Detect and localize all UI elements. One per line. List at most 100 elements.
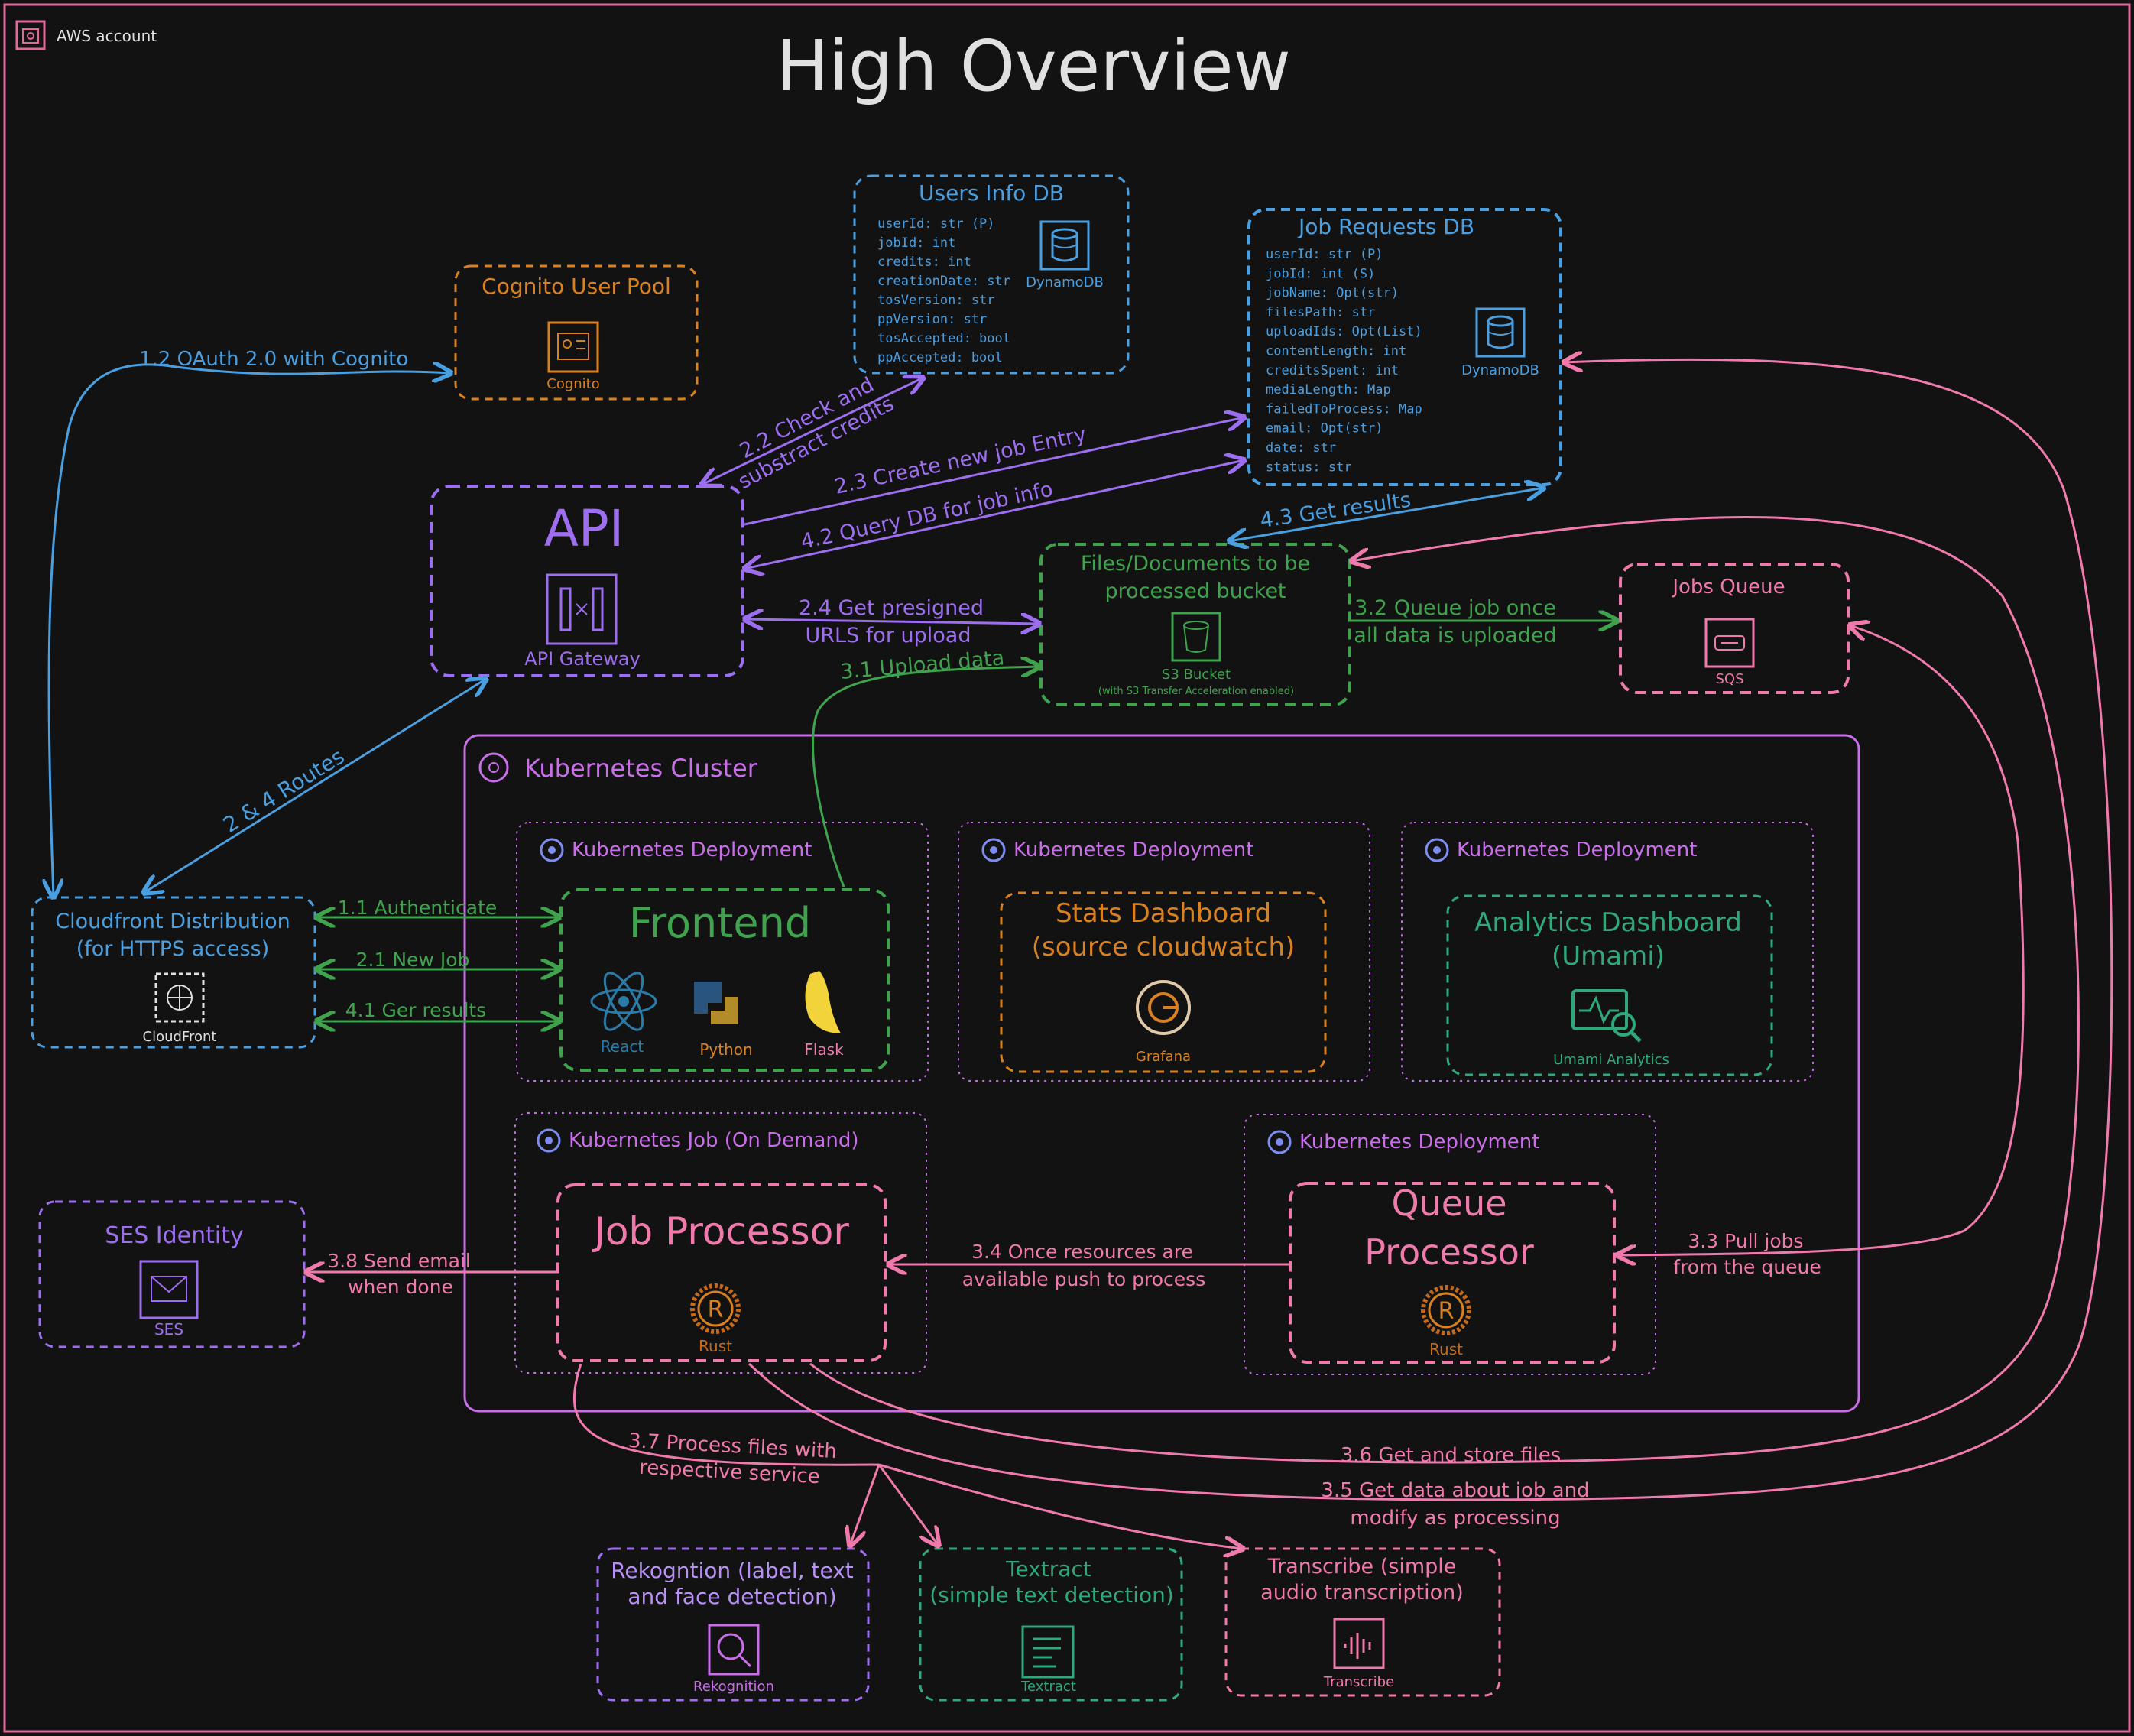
ses-icon — [139, 1260, 199, 1319]
label-job-data-1: 3.5 Get data about job and — [1321, 1479, 1589, 1502]
label-upload: 3.1 Upload data — [839, 646, 1005, 684]
bucket-title-2: processed bucket — [1104, 579, 1286, 603]
ses-identity: SES Identity SES — [38, 1200, 306, 1348]
frontend-deployment: Kubernetes Deployment — [516, 822, 929, 1082]
label-send-email-2: when done — [348, 1276, 453, 1298]
edge-query-db — [744, 460, 1244, 569]
dynamodb-icon — [1475, 307, 1526, 358]
db-field: filesPath: str — [1266, 305, 1375, 320]
edge-process-files — [572, 1363, 880, 1466]
edge-get-results — [1229, 488, 1544, 541]
stats-dashboard: Stats Dashboard (source cloudwatch) Graf… — [1000, 891, 1327, 1073]
db-field: userId: str (P) — [1266, 247, 1383, 262]
grafana-icon — [1136, 980, 1191, 1035]
edge-to-textract — [877, 1464, 939, 1546]
db-field: creditsSpent: int — [1266, 363, 1399, 378]
db-field: tosAccepted: bool — [877, 331, 1010, 346]
db-field: ppAccepted: bool — [877, 350, 1003, 365]
transcribe-icon-label: Transcribe — [1323, 1674, 1394, 1690]
s3-bucket-icon — [1171, 612, 1221, 662]
dynamodb-icon — [1039, 220, 1090, 271]
label-routes: 2 & 4 Routes — [219, 744, 349, 838]
edge-upload — [812, 667, 1039, 887]
label-presigned-1: 2.4 Get presigned — [799, 596, 984, 620]
deployment-title: Kubernetes Deployment — [572, 839, 812, 862]
edge-check-credits — [702, 378, 923, 485]
db-field: credits: int — [877, 255, 971, 270]
db-field: creationDate: str — [877, 274, 1010, 289]
rust-icon-label: Rust — [1429, 1340, 1463, 1358]
bucket-note: (with S3 Transfer Acceleration enabled) — [1098, 686, 1294, 697]
db-field: status: str — [1266, 459, 1352, 475]
api-title: API — [544, 499, 624, 558]
db-field: ppVersion: str — [877, 312, 987, 327]
textract-title-2: (simple text detection) — [929, 1582, 1174, 1608]
jobs-queue-title: Jobs Queue — [1671, 576, 1785, 599]
label-push-process-1: 3.4 Once resources are — [971, 1241, 1193, 1263]
api-gateway-icon — [546, 573, 618, 645]
db-field: uploadIds: Opt(List) — [1266, 324, 1422, 339]
label-presigned-2: URLS for upload — [806, 624, 971, 647]
jobs-queue: Jobs Queue SQS — [1619, 563, 1850, 694]
transcribe-icon — [1333, 1618, 1385, 1669]
tech-label-react: React — [601, 1037, 644, 1056]
sqs-icon — [1704, 618, 1755, 668]
label-new-job: 2.1 New Job — [356, 949, 470, 971]
db-field: failedToProcess: Map — [1266, 401, 1422, 417]
label-send-email-1: 3.8 Send email — [327, 1250, 471, 1272]
cloudfront-icon-label: CloudFront — [143, 1029, 217, 1045]
edge-pull-jobs — [1617, 625, 2025, 1255]
job-processor-deployment: Kubernetes Job (On Demand) — [514, 1112, 927, 1374]
edge-job-data — [748, 359, 2113, 1501]
job-processor-title: Job Processor — [592, 1209, 849, 1254]
kubernetes-icon — [1425, 838, 1449, 862]
transcribe-title-2: audio transcription) — [1260, 1581, 1464, 1605]
job-processor: Job Processor R Rust — [556, 1183, 887, 1362]
stats-title-1: Stats Dashboard — [1056, 898, 1271, 929]
stats-deployment: Kubernetes Deployment — [958, 822, 1370, 1082]
edge-store-files — [809, 516, 2080, 1464]
queue-processor-title-2: Processor — [1364, 1231, 1534, 1273]
edge-to-transcribe — [878, 1463, 1243, 1549]
kubernetes-icon — [537, 1128, 561, 1153]
queue-processor-title-1: Queue — [1391, 1183, 1506, 1224]
label-job-data-2: modify as processing — [1350, 1507, 1560, 1530]
cloudfront-distribution: Cloudfront Distribution (for HTTPS acces… — [31, 896, 316, 1049]
grafana-icon-label: Grafana — [1136, 1049, 1191, 1065]
label-store-files: 3.6 Get and store files — [1341, 1444, 1562, 1467]
bucket-icon-label: S3 Bucket — [1162, 667, 1231, 683]
rekognition-icon-label: Rekognition — [693, 1679, 774, 1695]
stats-title-2: (source cloudwatch) — [1032, 932, 1296, 962]
kubernetes-icon — [981, 838, 1006, 862]
textract-icon-label: Textract — [1020, 1679, 1076, 1695]
python-icon — [694, 982, 738, 1024]
textract-service: Textract (simple text detection) Textrac… — [919, 1547, 1183, 1702]
cognito-icon — [547, 321, 599, 373]
label-process-files-2: respective service — [638, 1456, 820, 1488]
tech-label-python: Python — [699, 1040, 752, 1059]
jobs-db-icon-label: DynamoDB — [1461, 362, 1539, 378]
db-field: jobId: int (S) — [1266, 266, 1375, 281]
users-info-db: Users Info DB userId: str (P)jobId: intc… — [853, 174, 1130, 375]
frontend: Frontend React Python Flask — [559, 888, 890, 1072]
rekognition-icon — [708, 1624, 760, 1676]
flask-icon — [805, 971, 841, 1033]
api-icon-label: API Gateway — [524, 648, 641, 670]
transcribe-service: Transcribe (simple audio transcription) … — [1224, 1547, 1501, 1697]
rust-icon-label: Rust — [699, 1337, 732, 1355]
edge-presigned — [744, 619, 1039, 624]
analytics-title-2: (Umami) — [1552, 941, 1665, 972]
users-db-icon-label: DynamoDB — [1026, 274, 1104, 290]
jobs-db-fields: userId: str (P)jobId: int (S)jobName: Op… — [1266, 247, 1422, 475]
db-field: tosVersion: str — [877, 293, 995, 308]
db-field: userId: str (P) — [877, 216, 995, 232]
kubernetes-icon — [478, 752, 509, 783]
textract-icon — [1021, 1625, 1075, 1679]
svg-text:R: R — [1438, 1298, 1455, 1325]
deployment-title: Kubernetes Deployment — [1299, 1131, 1539, 1154]
cloudfront-title-1: Cloudfront Distribution — [55, 910, 290, 933]
deployment-title: Kubernetes Job (On Demand) — [569, 1129, 859, 1152]
kubernetes-icon — [540, 838, 564, 862]
